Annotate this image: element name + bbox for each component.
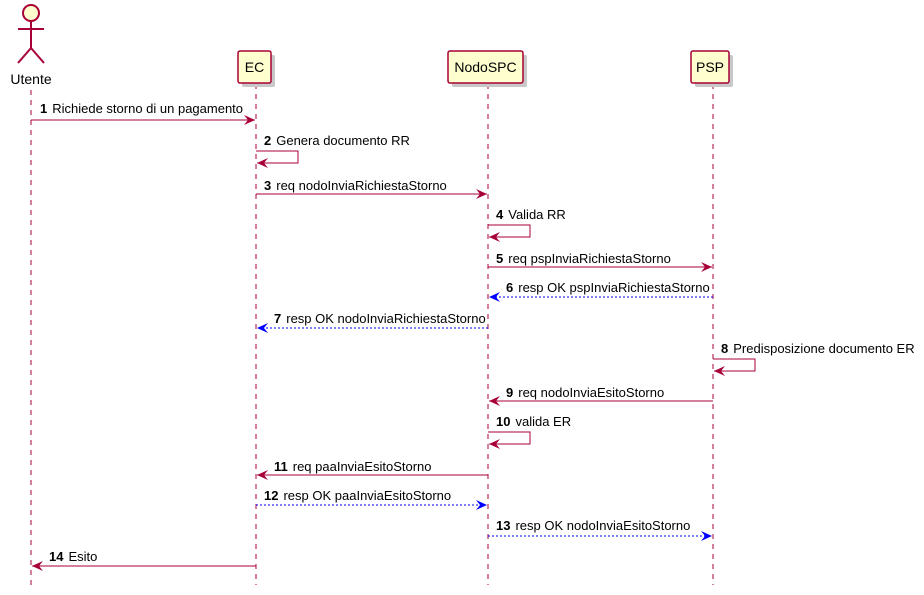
message-label: Richiede storno di un pagamento bbox=[52, 101, 243, 116]
message-number: 2 bbox=[264, 133, 271, 148]
message-12: 12 resp OK paaInviaEsitoStorno bbox=[256, 488, 487, 510]
message-1: 1 Richiede storno di un pagamento bbox=[31, 101, 255, 125]
message-label: resp OK pspInviaRichiestaStorno bbox=[518, 280, 709, 295]
message-11: 11 req paaInviaEsitoStorno bbox=[257, 459, 488, 480]
message-number: 5 bbox=[496, 251, 503, 266]
message-9: 9 req nodoInviaEsitoStorno bbox=[489, 385, 713, 406]
message-number: 13 bbox=[496, 518, 510, 533]
participant-label-utente: Utente bbox=[10, 71, 51, 87]
message-label: resp OK nodoInviaEsitoStorno bbox=[515, 518, 690, 533]
message-number: 14 bbox=[49, 549, 64, 564]
message-number: 7 bbox=[274, 311, 281, 326]
message-number: 6 bbox=[506, 280, 513, 295]
message-label: req nodoInviaEsitoStorno bbox=[518, 385, 664, 400]
actor-head bbox=[22, 4, 40, 22]
message-3: 3 req nodoInviaRichiestaStorno bbox=[256, 178, 487, 199]
message-label: req pspInviaRichiestaStorno bbox=[508, 251, 671, 266]
participant-box-nodo bbox=[447, 50, 524, 84]
participant-box-ec bbox=[237, 50, 272, 84]
message-label: resp OK nodoInviaRichiestaStorno bbox=[286, 311, 485, 326]
message-label: req paaInviaEsitoStorno bbox=[293, 459, 432, 474]
actor-utente: Utente bbox=[10, 4, 52, 87]
message-number: 9 bbox=[506, 385, 513, 400]
message-4: 4 Valida RR bbox=[488, 207, 566, 242]
message-number: 8 bbox=[721, 341, 728, 356]
message-6: 6 resp OK pspInviaRichiestaStorno bbox=[489, 280, 713, 302]
message-number: 3 bbox=[264, 178, 271, 193]
message-number: 12 bbox=[264, 488, 278, 503]
message-5: 5 req pspInviaRichiestaStorno bbox=[488, 251, 712, 272]
message-7: 7 resp OK nodoInviaRichiestaStorno bbox=[257, 311, 488, 333]
participant-label-psp: PSP bbox=[696, 59, 724, 75]
message-label: valida ER bbox=[515, 414, 571, 429]
message-number: 10 bbox=[496, 414, 510, 429]
message-label: Genera documento RR bbox=[276, 133, 410, 148]
message-label: Valida RR bbox=[508, 207, 566, 222]
message-number: 1 bbox=[40, 101, 47, 116]
actor-leg-left bbox=[17, 47, 32, 64]
message-14: 14 Esito bbox=[32, 549, 256, 571]
actor-leg-right bbox=[30, 47, 45, 64]
message-label: Predisposizione documento ER bbox=[733, 341, 914, 356]
message-number: 11 bbox=[274, 459, 288, 474]
message-10: 10 valida ER bbox=[488, 414, 571, 449]
message-8: 8 Predisposizione documento ER bbox=[713, 341, 915, 376]
message-label: resp OK paaInviaEsitoStorno bbox=[283, 488, 451, 503]
message-number: 4 bbox=[496, 207, 504, 222]
message-label: req nodoInviaRichiestaStorno bbox=[276, 178, 447, 193]
message-13: 13 resp OK nodoInviaEsitoStorno bbox=[488, 518, 712, 541]
participant-label-nodo: NodoSPC bbox=[454, 59, 516, 75]
participant-label-ec: EC bbox=[245, 59, 264, 75]
participant-box-psp bbox=[690, 50, 730, 84]
message-2: 2 Genera documento RR bbox=[256, 133, 410, 168]
message-label: Esito bbox=[68, 549, 97, 564]
participant-psp: PSP bbox=[690, 50, 733, 87]
participant-ec: EC bbox=[237, 50, 275, 87]
participant-nodo: NodoSPC bbox=[447, 50, 527, 87]
